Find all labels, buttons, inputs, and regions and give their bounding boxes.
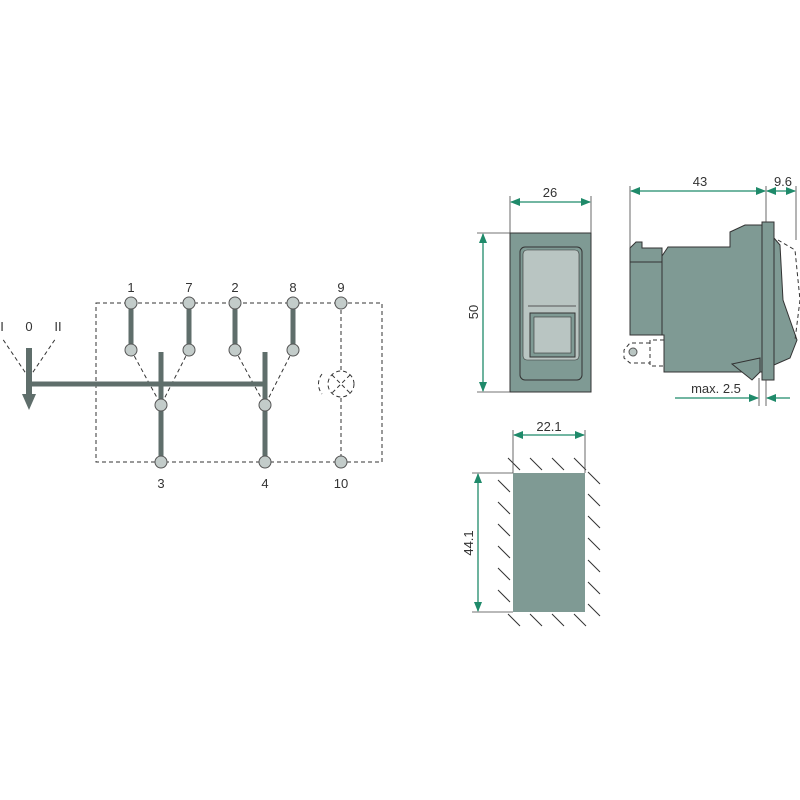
front-view: 26 50: [466, 185, 592, 393]
terminal-label: 10: [334, 476, 348, 491]
panel-thickness-label: max. 2.5: [691, 381, 741, 396]
terminal-label: 3: [157, 476, 164, 491]
panel-cutout: 22.1 44.1: [461, 419, 601, 627]
side-view: 43 9.6 max. 2.5: [623, 174, 800, 406]
terminal-label: 9: [337, 280, 344, 295]
cutout-width-label: 22.1: [536, 419, 561, 434]
depth-label: 43: [693, 174, 707, 189]
rocker-label: 9.6: [774, 174, 792, 189]
lamp-icon: [318, 370, 355, 398]
front-height-label: 50: [466, 305, 481, 319]
terminal-hole: [628, 347, 638, 357]
cutout-height-label: 44.1: [461, 530, 476, 555]
terminal-label: 7: [185, 280, 192, 295]
terminal-label: 2: [231, 280, 238, 295]
wiring-schematic: I 0 II 1 7 2 8 9 3 4 10: [0, 280, 383, 491]
terminal-nodes: [124, 296, 348, 469]
terminal-label: 1: [127, 280, 134, 295]
front-width-label: 26: [543, 185, 557, 200]
position-label: 0: [25, 319, 32, 334]
position-label: I: [0, 319, 4, 334]
position-label: II: [54, 319, 61, 334]
terminal-label: 8: [289, 280, 296, 295]
terminal-label: 4: [261, 476, 268, 491]
lever-arrow-icon: [22, 348, 36, 410]
